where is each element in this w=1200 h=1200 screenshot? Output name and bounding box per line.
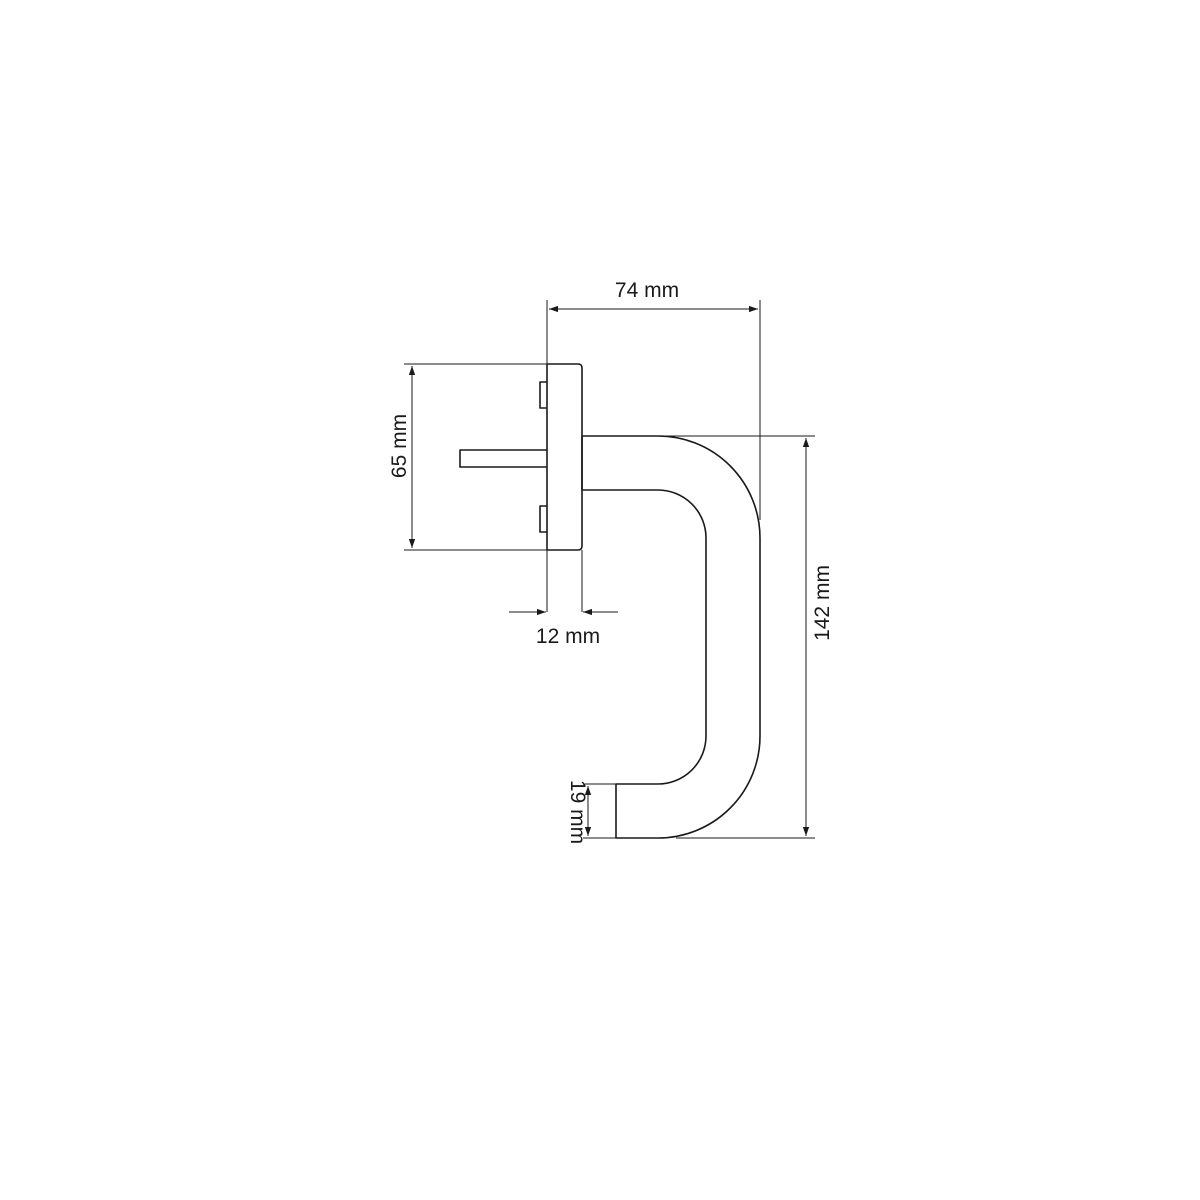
- dimension-lines: [408, 305, 810, 836]
- dim-label-65: 65 mm: [388, 414, 411, 478]
- dim-label-142: 142 mm: [811, 565, 834, 641]
- rosette-boss-top: [539, 381, 547, 409]
- extension-lines: [404, 300, 815, 839]
- handle-profile: [459, 363, 761, 839]
- rosette-plate: [546, 363, 583, 551]
- spindle: [459, 449, 547, 468]
- dim-label-19: 19 mm: [566, 780, 589, 844]
- lever-body: [581, 435, 761, 839]
- dim-label-12: 12 mm: [536, 625, 600, 648]
- dim-label-74: 74 mm: [615, 279, 679, 302]
- rosette-boss-bottom: [539, 505, 547, 533]
